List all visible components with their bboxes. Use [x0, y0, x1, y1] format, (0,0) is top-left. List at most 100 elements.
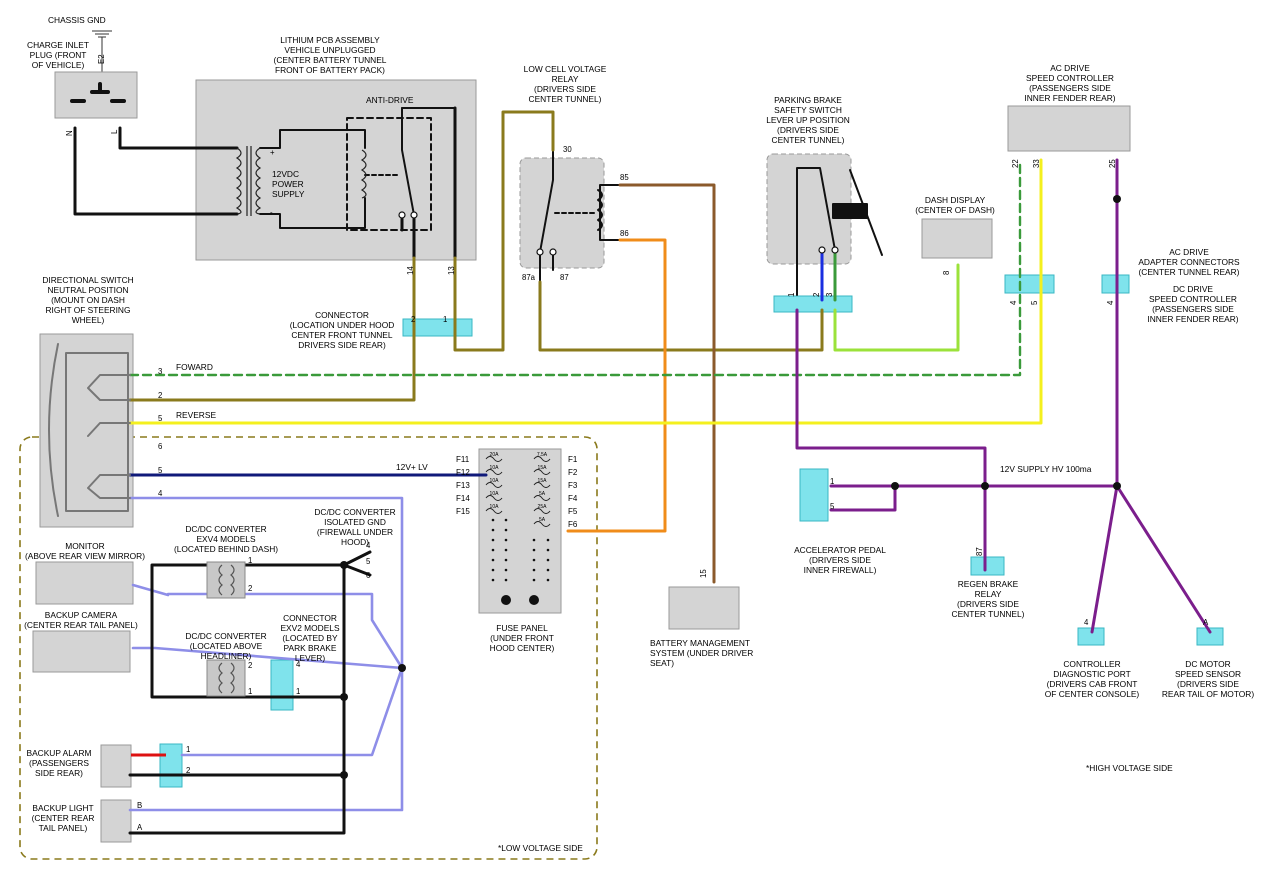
svg-text:22: 22: [1011, 159, 1020, 168]
fuse-symbol: [485, 508, 503, 514]
anti-drive-label: ANTI-DRIVE: [366, 95, 414, 105]
svg-text:14: 14: [406, 266, 415, 275]
svg-text:A: A: [1203, 618, 1209, 627]
svg-text:(PASSENGERS SIDE: (PASSENGERS SIDE: [1152, 304, 1234, 314]
svg-text:(DRIVERS SIDE: (DRIVERS SIDE: [534, 84, 596, 94]
svg-text:PLUG (FRONT: PLUG (FRONT: [30, 50, 87, 60]
svg-text:A: A: [137, 823, 143, 832]
svg-text:INNER FENDER REAR): INNER FENDER REAR): [1147, 314, 1238, 324]
v12-lv-label: 12V+ LV: [396, 462, 428, 472]
svg-text:DC/DC CONVERTER: DC/DC CONVERTER: [314, 507, 395, 517]
svg-text:CENTER TUNNEL): CENTER TUNNEL): [529, 94, 602, 104]
svg-text:CHARGE INLET: CHARGE INLET: [27, 40, 89, 50]
svg-text:WHEEL): WHEEL): [72, 315, 105, 325]
svg-text:12VDC: 12VDC: [272, 169, 299, 179]
svg-text:-: -: [270, 208, 273, 217]
svg-text:AC DRIVE: AC DRIVE: [1169, 247, 1209, 257]
diag-port-label: CONTROLLER DIAGNOSTIC PORT (DRIVERS CAB …: [1045, 659, 1140, 699]
svg-text:3: 3: [158, 367, 162, 376]
fuse-symbol: [485, 495, 503, 501]
svg-text:1: 1: [830, 477, 834, 486]
svg-text:5: 5: [830, 502, 835, 511]
directional-switch-label: DIRECTIONAL SWITCH NEUTRAL POSITION (MOU…: [42, 275, 133, 325]
svg-text:DC/DC CONVERTER: DC/DC CONVERTER: [185, 631, 266, 641]
fuse-id-right: F5: [568, 507, 578, 516]
svg-text:2: 2: [812, 293, 821, 297]
svg-text:(LOCATION UNDER HOOD: (LOCATION UNDER HOOD: [290, 320, 395, 330]
fuse-rating-right: 7.5A: [537, 452, 548, 458]
svg-text:CENTER FRONT TUNNEL: CENTER FRONT TUNNEL: [291, 330, 392, 340]
svg-text:L: L: [110, 129, 119, 134]
chassis-ground-symbol: [92, 30, 112, 72]
forward-green-wire: [128, 158, 1022, 377]
connector-hood-label: CONNECTOR (LOCATION UNDER HOOD CENTER FR…: [290, 310, 395, 350]
svg-text:87: 87: [560, 273, 569, 282]
svg-text:LITHIUM PCB ASSEMBLY: LITHIUM PCB ASSEMBLY: [280, 35, 380, 45]
svg-text:4: 4: [158, 489, 163, 498]
svg-text:INNER FENDER REAR): INNER FENDER REAR): [1024, 93, 1115, 103]
lv-black-wires: [128, 550, 372, 835]
backup-camera: [32, 630, 131, 673]
fuse-symbol: [533, 521, 551, 527]
low-voltage-region: [19, 436, 598, 860]
fuse-symbol: [485, 456, 503, 462]
svg-text:8: 8: [942, 271, 951, 275]
svg-text:(DRIVERS SIDE: (DRIVERS SIDE: [809, 555, 871, 565]
fuse-symbol: [533, 495, 551, 501]
ac-drive-controller-label: AC DRIVE SPEED CONTROLLER (PASSENGERS SI…: [1024, 63, 1115, 103]
olive-wires: [128, 110, 824, 402]
fuse-rating-right: 5A: [539, 491, 546, 497]
svg-text:(ABOVE REAR VIEW MIRROR): (ABOVE REAR VIEW MIRROR): [25, 551, 145, 561]
svg-text:CONNECTOR: CONNECTOR: [283, 613, 337, 623]
fuse-rating-left: 20A: [490, 452, 500, 458]
svg-text:LOW CELL VOLTAGE: LOW CELL VOLTAGE: [524, 64, 607, 74]
dcdc-headliner-symbol: [206, 659, 246, 697]
svg-text:OF VEHICLE): OF VEHICLE): [32, 60, 85, 70]
svg-text:1: 1: [787, 293, 796, 297]
fuse-id-right: F1: [568, 455, 578, 464]
dcdc-exv4-label: DC/DC CONVERTER EXV4 MODELS (LOCATED BEH…: [174, 524, 278, 554]
svg-text:(CENTER REAR TAIL PANEL): (CENTER REAR TAIL PANEL): [24, 620, 138, 630]
svg-text:(MOUNT ON DASH: (MOUNT ON DASH: [51, 295, 125, 305]
fuse-symbol: [533, 456, 551, 462]
backup-camera-label: BACKUP CAMERA (CENTER REAR TAIL PANEL): [24, 610, 138, 630]
lithium-pcb-assembly: [195, 79, 477, 261]
reverse-label: REVERSE: [176, 410, 216, 420]
svg-text:2: 2: [158, 391, 162, 400]
svg-text:1: 1: [248, 687, 252, 696]
svg-text:5: 5: [1030, 300, 1039, 305]
connector-parking-brake: [773, 295, 853, 313]
regen-relay-label: REGEN BRAKE RELAY (DRIVERS SIDE CENTER T…: [952, 579, 1025, 619]
fuse-id-right: F3: [568, 481, 578, 490]
parking-brake-label: PARKING BRAKE SAFETY SWITCH LEVER UP POS…: [766, 95, 850, 145]
fuse-id-right: F4: [568, 494, 578, 503]
dcdc-headliner-label: DC/DC CONVERTER (LOCATED ABOVE HEADLINER…: [185, 631, 266, 661]
svg-text:ACCELERATOR PEDAL: ACCELERATOR PEDAL: [794, 545, 886, 555]
charge-plug-symbol: [70, 82, 126, 103]
svg-text:BATTERY MANAGEMENT: BATTERY MANAGEMENT: [650, 638, 750, 648]
svg-text:N: N: [65, 130, 74, 136]
fuse-symbol: [533, 469, 551, 475]
svg-text:25: 25: [1108, 159, 1117, 168]
exv2-connector: [270, 659, 294, 711]
fuse-id-left: F12: [456, 468, 470, 477]
svg-text:EXV2 MODELS: EXV2 MODELS: [280, 623, 340, 633]
svg-text:SYSTEM (UNDER DRIVER: SYSTEM (UNDER DRIVER: [650, 648, 753, 658]
svg-text:POWER: POWER: [272, 179, 304, 189]
svg-text:DRIVERS SIDE REAR): DRIVERS SIDE REAR): [298, 340, 386, 350]
svg-text:RELAY: RELAY: [975, 589, 1002, 599]
svg-text:5: 5: [366, 557, 371, 566]
fuse-rating-left: 10A: [490, 478, 500, 484]
svg-text:(LOCATED ABOVE: (LOCATED ABOVE: [190, 641, 263, 651]
svg-text:RELAY: RELAY: [552, 74, 579, 84]
svg-text:INNER FIREWALL): INNER FIREWALL): [804, 565, 877, 575]
fuse-symbol: [533, 508, 551, 514]
svg-text:4: 4: [1084, 618, 1089, 627]
fuse-id-left: F15: [456, 507, 470, 516]
svg-text:(PASSENGERS SIDE: (PASSENGERS SIDE: [1029, 83, 1111, 93]
svg-text:13: 13: [447, 266, 456, 275]
svg-text:2: 2: [186, 766, 190, 775]
svg-text:6: 6: [158, 442, 162, 451]
fuse-id-left: F11: [456, 455, 470, 464]
